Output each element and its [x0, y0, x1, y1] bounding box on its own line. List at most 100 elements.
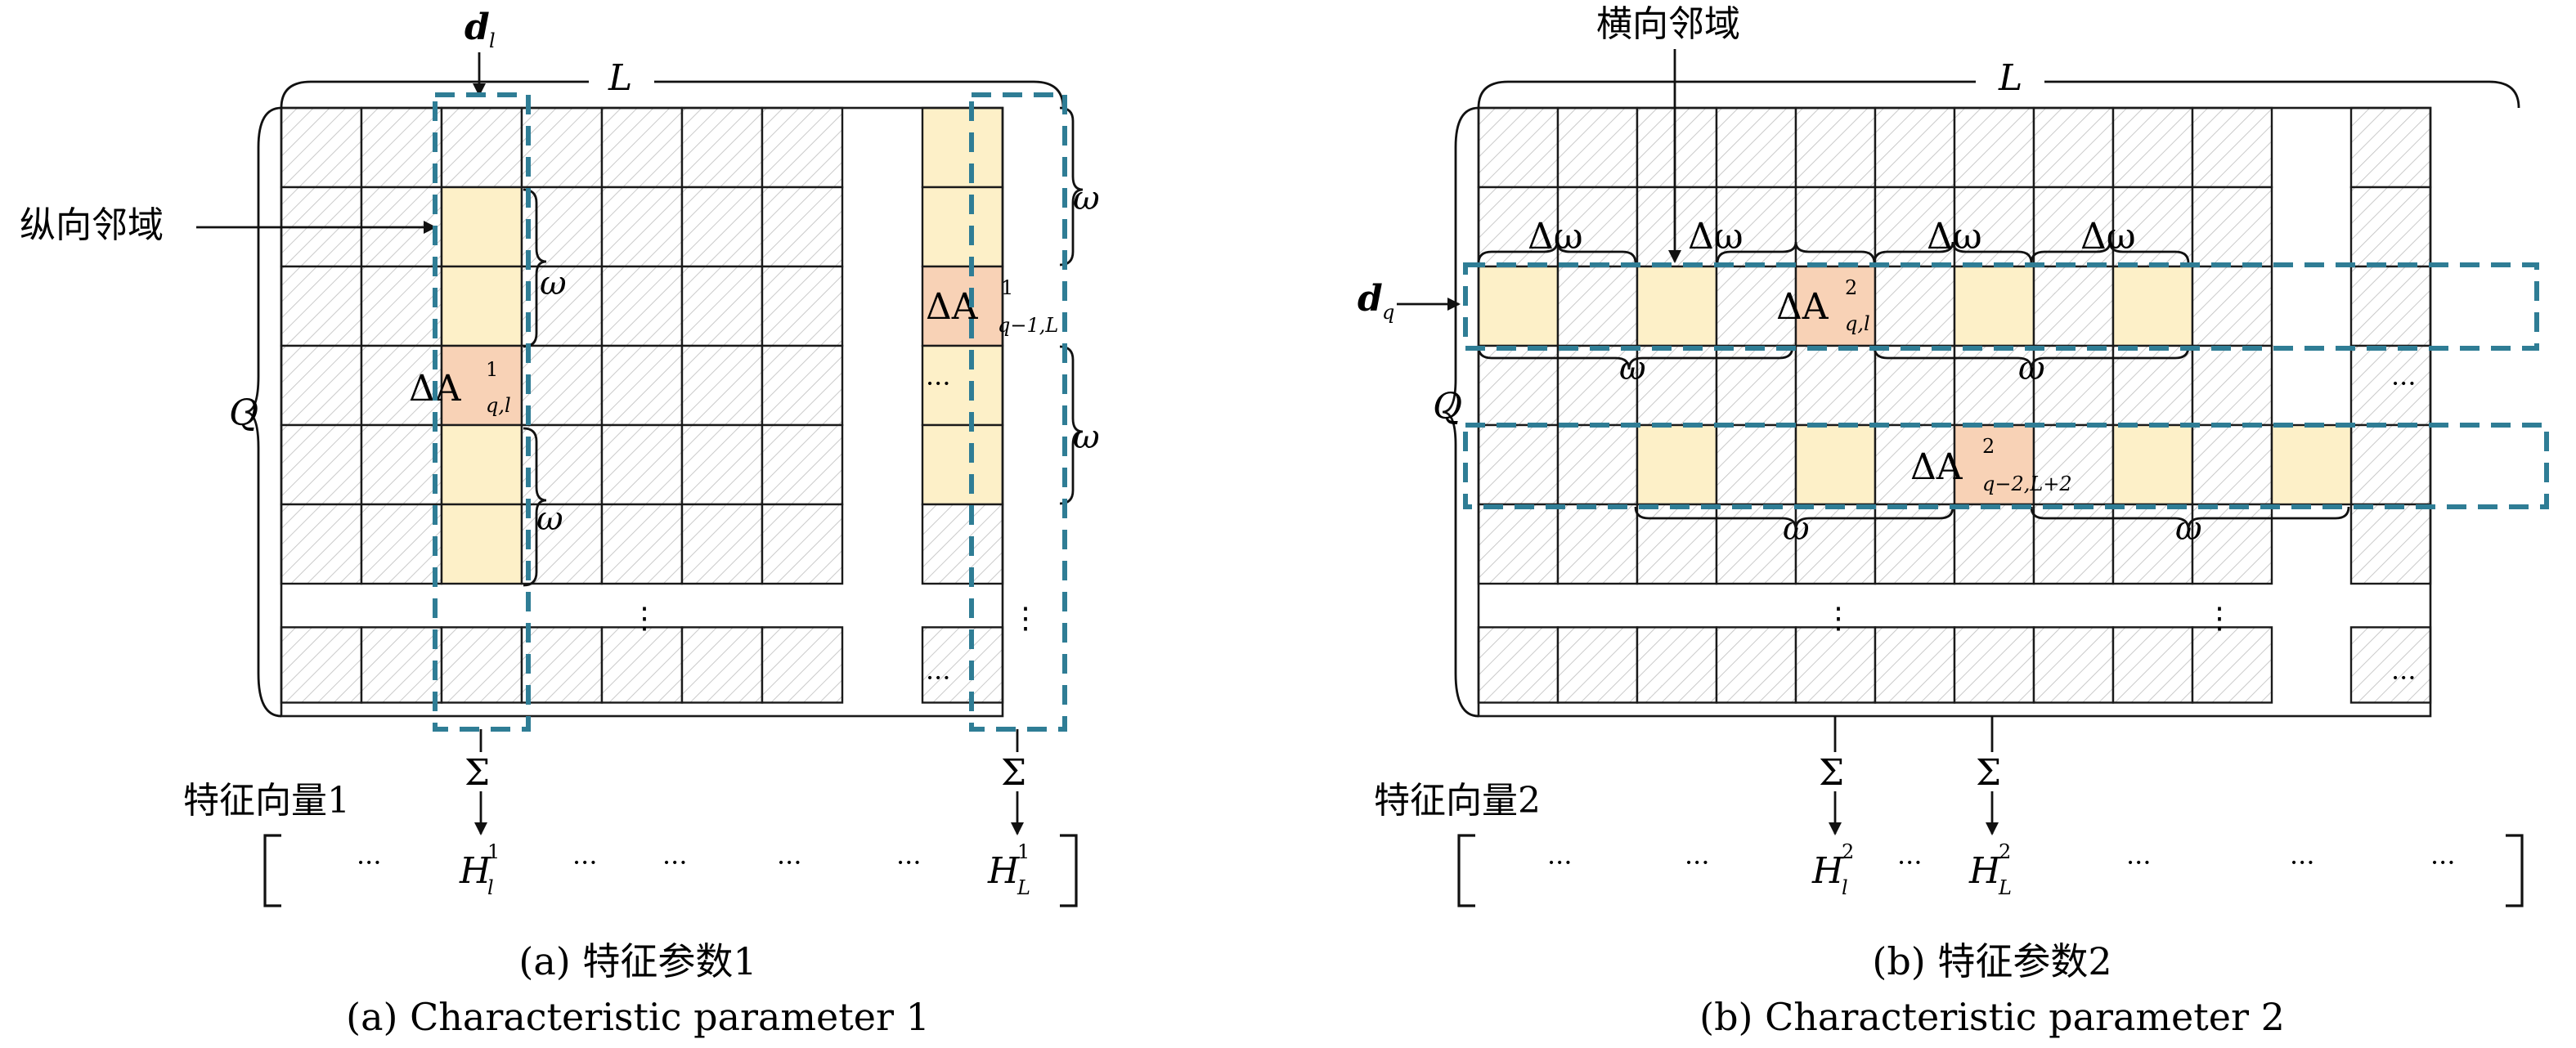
- vector-dots-a3: ···: [662, 847, 688, 878]
- omega-brace-b4: [2030, 506, 2350, 531]
- grid-cell: [1874, 626, 1956, 704]
- grid-cell: [1874, 186, 1956, 268]
- vector-dots-b3: ···: [1897, 847, 1923, 878]
- grid-cell: [440, 265, 523, 347]
- grid-cell: [520, 626, 604, 704]
- grid-cell: [680, 265, 764, 347]
- grid-cell: [2270, 423, 2353, 506]
- grid-cell: [680, 423, 764, 506]
- grid-cell: [1556, 106, 1639, 189]
- grid-cell: [1953, 626, 2035, 704]
- grid-cell: [1477, 503, 1560, 585]
- grid-cell: [1636, 106, 1718, 189]
- vector-bracket-left-a: [263, 834, 281, 907]
- svg-text:H: H: [459, 850, 492, 892]
- svg-text:L: L: [1998, 876, 2012, 899]
- grid-cell: [1556, 423, 1639, 506]
- target-cell-label-a1: ΔA 1 q,l: [409, 358, 511, 417]
- grid-cell: [761, 265, 844, 347]
- grid-frame: [280, 106, 1004, 718]
- vector-bracket-left-b: [1457, 834, 1475, 907]
- omega-brace-upper-right-a: [1059, 106, 1084, 266]
- grid-cell: [1794, 626, 1877, 704]
- svg-text:2: 2: [1982, 435, 1995, 458]
- grid-cell: [1477, 265, 1560, 347]
- vector-entry-H-L: H 1 L: [987, 840, 1030, 899]
- grid-cell: [2191, 265, 2273, 347]
- caption-cn-a: (a) 特征参数1: [518, 939, 756, 983]
- grid-cell: [921, 503, 1004, 585]
- delta-omega-2: Δω: [1688, 216, 1744, 258]
- delta-omega-brace-2: [1716, 241, 1876, 264]
- grid-cell: [680, 344, 764, 427]
- grid-cell: [1636, 423, 1718, 506]
- vector-bracket-right-b: [2506, 834, 2524, 907]
- grid-cell: [520, 423, 604, 506]
- grid-cell: [1794, 344, 1877, 427]
- svg-text:1: 1: [1001, 276, 1013, 299]
- grid-cell: [1715, 106, 1797, 189]
- grid-cell: [1636, 503, 1718, 585]
- grid-cell: [2191, 503, 2273, 585]
- column-vector-sub: l: [489, 29, 496, 52]
- dashed-column-box-l: [433, 92, 531, 732]
- grid-cell: [280, 106, 363, 189]
- svg-text:H: H: [1811, 850, 1845, 892]
- svg-text:q−1,L: q−1,L: [998, 314, 1058, 337]
- grid-cell: [680, 626, 764, 704]
- grid-cell: [2191, 626, 2273, 704]
- grid-cell: [680, 106, 764, 189]
- grid-cell: [761, 186, 844, 268]
- delta-omega-1: Δω: [1528, 216, 1583, 258]
- omega-upper-a: ω: [540, 265, 567, 302]
- grid-cell: [360, 106, 443, 189]
- grid-cell: [600, 503, 684, 585]
- caption-cn-b: (b) 特征参数2: [1872, 939, 2112, 983]
- grid-cell: [1874, 265, 1956, 347]
- height-brace-a: [245, 106, 282, 718]
- grid-cell: [2032, 423, 2115, 506]
- grid-cell: [2112, 106, 2194, 189]
- height-label-a: Q: [229, 392, 258, 434]
- vector-dots-a4: ···: [777, 847, 802, 878]
- dashed-column-box-L: [969, 92, 1067, 732]
- grid-cell: [280, 423, 363, 506]
- omega-b4: ω: [2175, 510, 2202, 548]
- omega-brace-upper-a: [523, 188, 547, 348]
- svg-text:q,l: q,l: [1845, 312, 1870, 335]
- vector-bracket-right-a: [1060, 834, 1078, 907]
- grid-cell: [440, 186, 523, 268]
- grid-b: [1477, 106, 2432, 718]
- target-cell-label-b2: ΔA 2 q−2,L+2: [1910, 435, 2072, 495]
- grid-cell: [2349, 106, 2432, 189]
- grid-cell: [1636, 265, 1718, 347]
- grid-cell: [761, 626, 844, 704]
- svg-text:1: 1: [1017, 840, 1030, 863]
- grid-cell: [520, 186, 604, 268]
- grid-cell: [2191, 423, 2273, 506]
- vector-dots-b2: ···: [1685, 847, 1710, 878]
- grid-cell: [1556, 265, 1639, 347]
- dashed-row-box-q-2: [1463, 423, 2549, 509]
- sum-symbol-l: Σ: [464, 752, 490, 794]
- grid-cell: [2349, 503, 2432, 585]
- omega-brace-b2: [1873, 346, 2190, 370]
- omega-b2: ω: [2018, 350, 2045, 387]
- row-vector-sub: q: [1382, 301, 1394, 324]
- grid-cell: [2191, 106, 2273, 189]
- grid-cell: [2032, 106, 2115, 189]
- grid-cell: [2032, 503, 2115, 585]
- grid-cell: [761, 503, 844, 585]
- svg-text:1: 1: [487, 840, 500, 863]
- grid-cell: [680, 186, 764, 268]
- grid-cell: [761, 344, 844, 427]
- vdots-b2: ⋮: [2205, 602, 2234, 635]
- grid-cell: [1874, 503, 1956, 585]
- grid-cell: [1556, 626, 1639, 704]
- feature-vector-label-a: 特征向量1: [183, 780, 350, 822]
- vertical-neighborhood-label: 纵向邻域: [20, 204, 164, 246]
- grid-cell: [1953, 503, 2035, 585]
- grid-cell: [921, 423, 1004, 506]
- sum-symbol-b-l: Σ: [1819, 752, 1844, 794]
